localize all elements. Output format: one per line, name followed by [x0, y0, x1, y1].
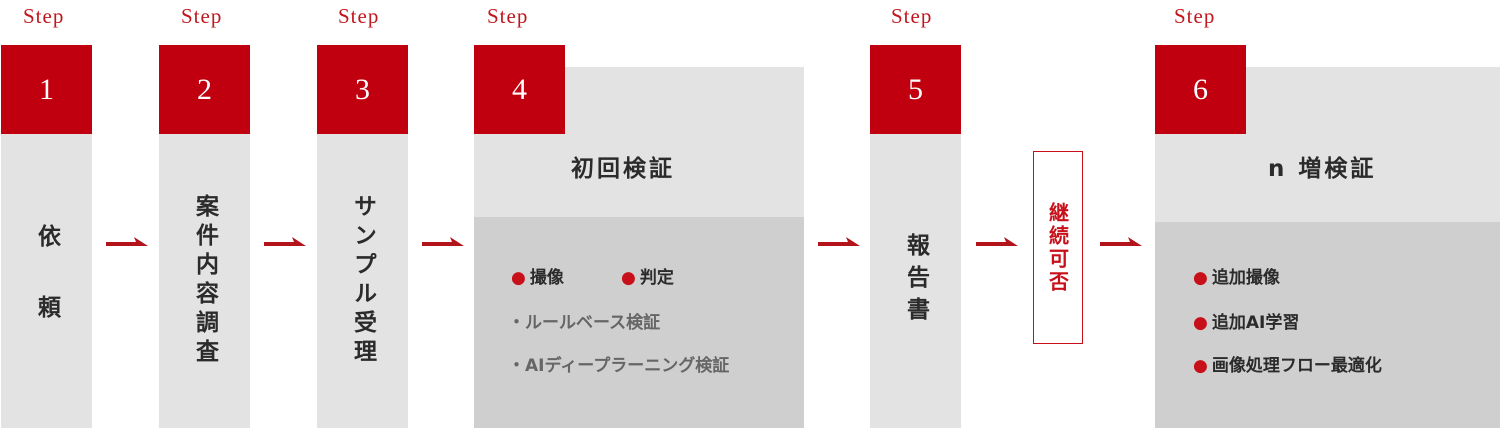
step-4-sub-1: ・ルールベース検証 — [508, 313, 661, 333]
step-6-heading: n 増検証 — [1268, 156, 1377, 182]
step-1-number: 1 — [39, 73, 54, 106]
step-6-bullet-2: ●追加AI学習 — [1193, 313, 1300, 333]
step-2-number: 2 — [197, 73, 212, 106]
step-4-body-panel — [474, 217, 804, 428]
step-1-text: 依 頼 — [33, 223, 60, 338]
step-2-panel: 案件内容調査 — [159, 134, 250, 428]
step-6-body-panel — [1155, 222, 1500, 428]
step-label-5: Step — [891, 4, 933, 28]
step-3-text: サンプル受理 — [349, 194, 376, 368]
arrow-right-icon — [818, 237, 860, 246]
arrow-right-icon — [1100, 237, 1142, 246]
step-2-number-box: 2 — [159, 45, 250, 134]
arrow-right-icon — [976, 237, 1018, 246]
step-2-text: 案件内容調査 — [191, 194, 218, 368]
step-4-heading: 初回検証 — [571, 156, 675, 182]
step-label-3: Step — [338, 4, 380, 28]
step-6-number: 6 — [1193, 73, 1208, 106]
continue-decision-box: 継続可否 — [1033, 151, 1083, 344]
step-1-number-box: 1 — [1, 45, 92, 134]
step-6-number-box: 6 — [1155, 45, 1246, 134]
step-4-number: 4 — [512, 73, 527, 106]
step-5-number-box: 5 — [870, 45, 961, 134]
step-label-1: Step — [23, 4, 65, 28]
arrow-right-icon — [422, 237, 464, 246]
step-3-number-box: 3 — [317, 45, 408, 134]
step-4-bullet-1: ●撮像 — [511, 268, 564, 288]
step-label-2: Step — [181, 4, 223, 28]
step-5-number: 5 — [908, 73, 923, 106]
arrow-right-icon — [106, 237, 148, 246]
step-5-panel: 報告書 — [870, 134, 961, 428]
step-4-sub-2: ・AIディープラーニング検証 — [508, 356, 730, 376]
step-1-panel: 依 頼 — [1, 134, 92, 428]
arrow-right-icon — [264, 237, 306, 246]
step-label-6: Step — [1174, 4, 1216, 28]
step-6-bullet-1: ●追加撮像 — [1193, 268, 1280, 288]
step-4-bullet-2: ●判定 — [621, 268, 674, 288]
step-3-number: 3 — [355, 73, 370, 106]
continue-decision-text: 継続可否 — [1045, 201, 1070, 294]
step-4-number-box: 4 — [474, 45, 565, 134]
step-3-panel: サンプル受理 — [317, 134, 408, 428]
step-6-bullet-3: ●画像処理フロー最適化 — [1193, 356, 1382, 376]
step-5-text: 報告書 — [902, 233, 929, 329]
step-label-4: Step — [487, 4, 529, 28]
